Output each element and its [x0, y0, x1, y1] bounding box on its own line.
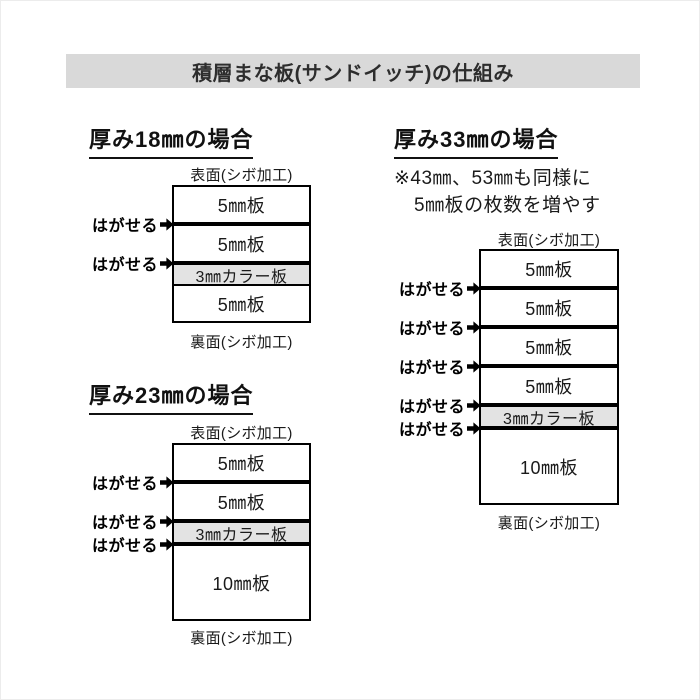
right-arrow-icon: [467, 359, 481, 373]
peel-label-text: はがせる: [91, 515, 158, 532]
peel-label-text: はがせる: [398, 282, 465, 299]
right-arrow-icon: [160, 514, 174, 528]
peel-divider: [481, 286, 617, 290]
peel-divider: [481, 403, 617, 407]
peel-label: はがせる: [399, 416, 481, 440]
peel-divider: [174, 480, 309, 484]
front-surface-label-18mm: 表面(シボ加工): [190, 167, 293, 184]
peel-label-text: はがせる: [398, 321, 465, 338]
peel-label: はがせる: [92, 532, 174, 556]
peel-divider: [174, 519, 309, 523]
peel-label-text: はがせる: [91, 476, 158, 493]
peel-label: はがせる: [92, 509, 174, 533]
note-line-2: 5㎜板の枚数を増やす: [414, 195, 601, 216]
board-layer: 5㎜板: [481, 290, 617, 325]
board-layer: 5㎜板: [174, 226, 309, 261]
peel-label-text: はがせる: [398, 422, 465, 439]
peel-divider: [481, 364, 617, 368]
peel-label: はがせる: [92, 212, 174, 236]
front-surface-label-33mm: 表面(シボ加工): [497, 232, 601, 249]
board-layer: 10㎜板: [174, 546, 309, 619]
right-arrow-icon: [467, 281, 481, 295]
right-arrow-icon: [160, 217, 174, 231]
peel-divider: [174, 542, 309, 546]
peel-label-text: はがせる: [398, 360, 465, 377]
right-arrow-icon: [160, 537, 174, 551]
peel-label: はがせる: [92, 470, 174, 494]
front-surface-label-23mm: 表面(シボ加工): [190, 425, 293, 442]
color-board-layer: 3㎜カラー板: [481, 407, 617, 428]
peel-label: はがせる: [399, 354, 481, 378]
right-arrow-icon: [467, 421, 481, 435]
color-board-layer: 3㎜カラー板: [174, 523, 309, 544]
board-layer: 10㎜板: [481, 430, 617, 503]
board-layer: 5㎜板: [481, 368, 617, 403]
board-layer: 5㎜板: [174, 286, 309, 321]
right-arrow-icon: [467, 398, 481, 412]
peel-divider: [481, 325, 617, 329]
peel-divider: [481, 426, 617, 430]
peel-divider: [174, 222, 309, 226]
peel-label: はがせる: [399, 315, 481, 339]
back-surface-label-33mm: 裏面(シボ加工): [497, 515, 601, 532]
peel-label-text: はがせる: [91, 538, 158, 555]
right-arrow-icon: [467, 320, 481, 334]
peel-label-text: はがせる: [91, 218, 158, 235]
board-layer: 5㎜板: [481, 329, 617, 364]
diagram-heading-33mm: 厚み33㎜の場合: [394, 122, 559, 159]
diagram-heading-23mm: 厚み23㎜の場合: [89, 378, 254, 415]
diagram-heading-18mm: 厚み18㎜の場合: [89, 122, 254, 159]
note-33mm: ※43㎜、53㎜も同様に 5㎜板の枚数を増やす: [394, 165, 601, 219]
peel-label-text: はがせる: [91, 257, 158, 274]
board-layer: 5㎜板: [174, 484, 309, 519]
peel-label-text: はがせる: [398, 399, 465, 416]
peel-label: はがせる: [399, 393, 481, 417]
back-surface-label-23mm: 裏面(シボ加工): [190, 630, 293, 647]
note-line-1: ※43㎜、53㎜も同様に: [394, 168, 592, 189]
peel-divider: [174, 261, 309, 265]
color-board-layer: 3㎜カラー板: [174, 265, 309, 286]
board-layer: 5㎜板: [481, 251, 617, 286]
back-surface-label-18mm: 裏面(シボ加工): [190, 334, 293, 351]
page-title: 積層まな板(サンドイッチ)の仕組み: [66, 54, 640, 88]
right-arrow-icon: [160, 256, 174, 270]
right-arrow-icon: [160, 475, 174, 489]
peel-label: はがせる: [92, 251, 174, 275]
board-layer: 5㎜板: [174, 445, 309, 480]
peel-label: はがせる: [399, 276, 481, 300]
board-layer: 5㎜板: [174, 187, 309, 222]
glued-divider: [174, 284, 309, 286]
